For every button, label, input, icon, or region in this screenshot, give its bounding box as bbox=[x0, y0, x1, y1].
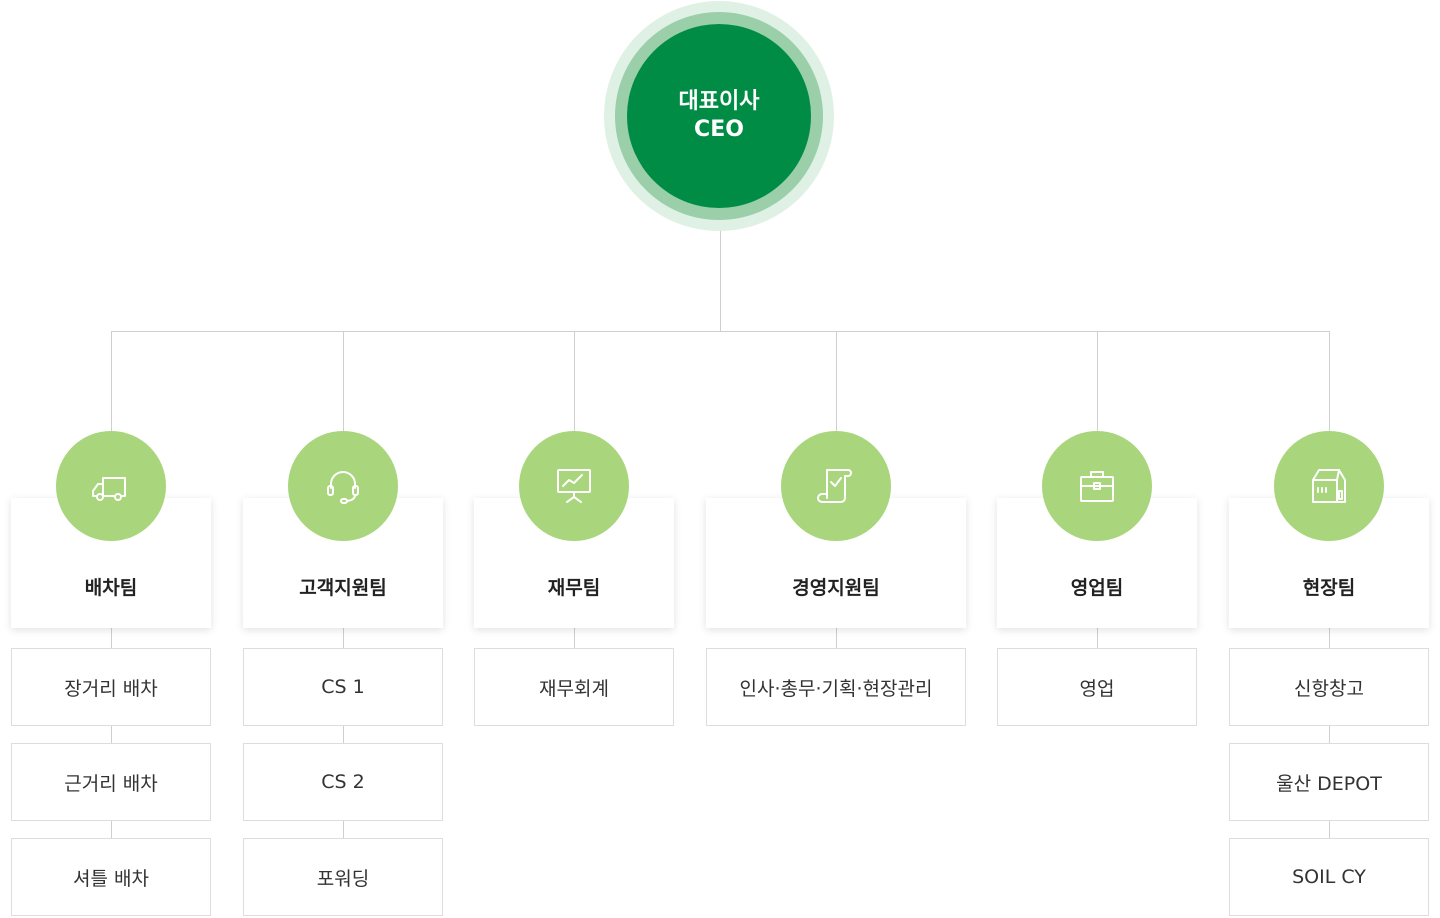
sub-connector-line-6 bbox=[1329, 628, 1330, 838]
sub-unit-box: 재무회계 bbox=[474, 648, 674, 726]
team-drop-line-4 bbox=[836, 331, 837, 431]
ceo-connector-line bbox=[720, 230, 721, 331]
team-icon-badge-finance bbox=[519, 431, 629, 541]
chart-board-icon bbox=[557, 469, 591, 503]
sub-unit-label: CS 2 bbox=[321, 771, 365, 793]
ceo-title-korean: 대표이사 bbox=[678, 89, 760, 114]
sub-unit-box: 장거리 배차 bbox=[11, 648, 211, 726]
team-icon-badge-sales bbox=[1042, 431, 1152, 541]
sub-connector-line-2 bbox=[343, 628, 344, 838]
team-drop-line-6 bbox=[1329, 331, 1330, 431]
sub-unit-label: 영업 bbox=[1079, 677, 1115, 700]
team-icon-badge-management-support bbox=[781, 431, 891, 541]
sub-unit-box: 근거리 배차 bbox=[11, 743, 211, 821]
team-icon-badge-dispatch bbox=[56, 431, 166, 541]
sub-unit-box: 인사·총무·기획·현장관리 bbox=[706, 648, 966, 726]
ceo-node: 대표이사 CEO bbox=[627, 24, 811, 208]
team-drop-line-2 bbox=[343, 331, 344, 431]
sub-connector-line-3 bbox=[574, 628, 575, 648]
sub-unit-label: 장거리 배차 bbox=[64, 677, 158, 700]
horizontal-connector-line bbox=[111, 331, 1330, 332]
briefcase-icon bbox=[1080, 471, 1114, 502]
sub-connector-line-5 bbox=[1097, 628, 1098, 648]
document-check-icon bbox=[817, 469, 852, 503]
sub-unit-label: 포워딩 bbox=[316, 867, 370, 890]
team-name: 배차팀 bbox=[84, 577, 138, 599]
team-name: 현장팀 bbox=[1302, 577, 1356, 599]
sub-unit-label: 인사·총무·기획·현장관리 bbox=[739, 677, 933, 700]
team-name: 고객지원팀 bbox=[299, 577, 387, 599]
headset-icon bbox=[327, 471, 359, 504]
sub-unit-box: 영업 bbox=[997, 648, 1197, 726]
team-name: 경영지원팀 bbox=[792, 577, 880, 599]
sub-unit-label: SOIL CY bbox=[1292, 866, 1366, 888]
team-name: 재무팀 bbox=[547, 577, 601, 599]
sub-unit-label: 신항창고 bbox=[1294, 677, 1364, 700]
sub-unit-box: SOIL CY bbox=[1229, 838, 1429, 916]
warehouse-icon bbox=[1312, 469, 1346, 503]
team-name: 영업팀 bbox=[1070, 577, 1124, 599]
team-icon-badge-field bbox=[1274, 431, 1384, 541]
sub-unit-box: CS 2 bbox=[243, 743, 443, 821]
sub-unit-box: 포워딩 bbox=[243, 838, 443, 916]
sub-unit-label: 셔틀 배차 bbox=[73, 867, 149, 890]
sub-unit-box: CS 1 bbox=[243, 648, 443, 726]
sub-connector-line-4 bbox=[836, 628, 837, 648]
ceo-title-english: CEO bbox=[694, 117, 744, 142]
sub-unit-box: 신항창고 bbox=[1229, 648, 1429, 726]
team-drop-line-1 bbox=[111, 331, 112, 431]
sub-connector-line-1 bbox=[111, 628, 112, 838]
team-drop-line-5 bbox=[1097, 331, 1098, 431]
sub-unit-box: 울산 DEPOT bbox=[1229, 743, 1429, 821]
sub-unit-label: 재무회계 bbox=[539, 677, 609, 700]
team-drop-line-3 bbox=[574, 331, 575, 431]
truck-icon bbox=[92, 477, 126, 501]
team-icon-badge-customer-support bbox=[288, 431, 398, 541]
sub-unit-label: CS 1 bbox=[321, 676, 365, 698]
sub-unit-box: 셔틀 배차 bbox=[11, 838, 211, 916]
sub-unit-label: 울산 DEPOT bbox=[1276, 772, 1382, 795]
sub-unit-label: 근거리 배차 bbox=[64, 772, 158, 795]
